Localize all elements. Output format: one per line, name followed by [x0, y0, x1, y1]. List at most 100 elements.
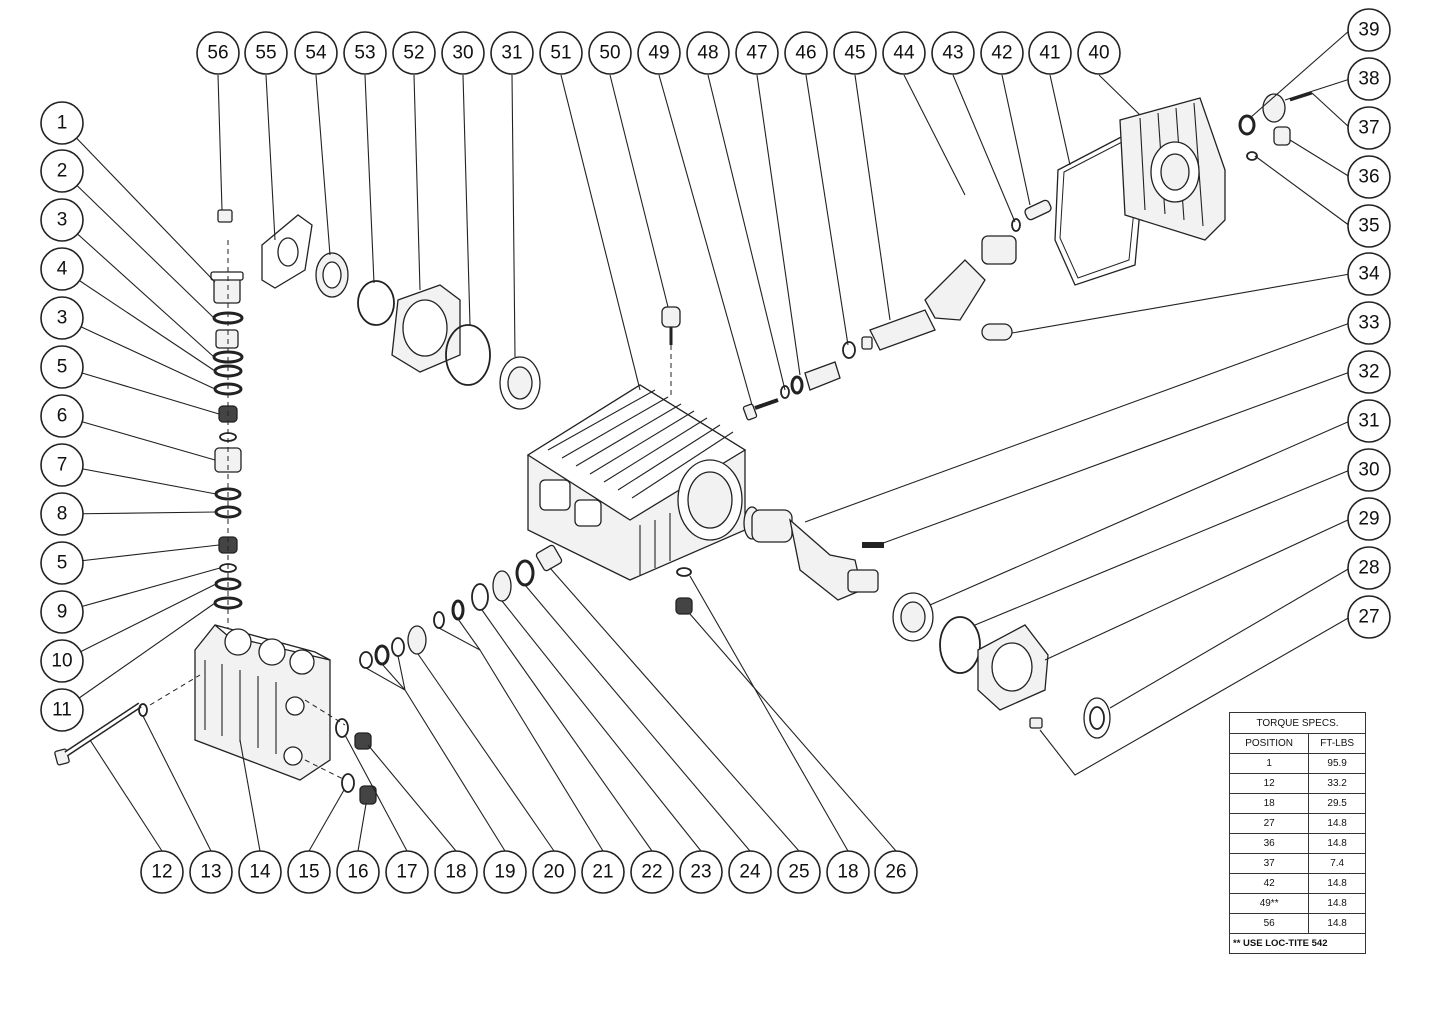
svg-text:43: 43 [942, 43, 963, 64]
svg-text:3: 3 [57, 210, 68, 231]
column-header-position: POSITION [1228, 733, 1310, 754]
svg-text:30: 30 [1358, 460, 1379, 481]
svg-text:3: 3 [57, 308, 68, 329]
ftlbs-cell: 33.2 [1308, 773, 1366, 794]
svg-text:27: 27 [1358, 607, 1379, 628]
svg-text:33: 33 [1358, 313, 1379, 334]
svg-text:13: 13 [200, 862, 221, 883]
svg-text:28: 28 [1358, 558, 1379, 579]
callout-47: 47 [735, 31, 779, 75]
ftlbs-cell: 14.8 [1308, 813, 1366, 834]
callout-45: 45 [833, 31, 877, 75]
valve-stack [210, 240, 244, 628]
table-title: TORQUE SPECS. [1229, 712, 1366, 734]
position-cell: 37 [1228, 853, 1310, 874]
svg-text:10: 10 [51, 651, 72, 672]
ftlbs-cell: 14.8 [1308, 873, 1366, 894]
callout-25: 25 [777, 850, 821, 894]
callout-31-right: 31 [1347, 399, 1391, 443]
table-header-row: POSITION FT-LBS [1228, 733, 1366, 754]
svg-text:31: 31 [1358, 411, 1379, 432]
crankshaft [743, 506, 884, 601]
callout-7: 7 [40, 443, 84, 487]
svg-text:24: 24 [739, 862, 761, 883]
callout-52: 52 [392, 31, 436, 75]
ftlbs-cell: 14.8 [1308, 893, 1366, 914]
callout-43: 43 [931, 31, 975, 75]
svg-text:25: 25 [788, 862, 809, 883]
callout-14: 14 [238, 850, 282, 894]
leader-lines [61, 29, 1351, 852]
svg-text:42: 42 [991, 43, 1012, 64]
callout-30-top: 30 [441, 31, 485, 75]
callout-49: 49 [637, 31, 681, 75]
callout-28: 28 [1347, 546, 1391, 590]
svg-text:47: 47 [746, 43, 767, 64]
svg-text:4: 4 [57, 259, 68, 280]
svg-text:14: 14 [249, 862, 271, 883]
svg-text:45: 45 [844, 43, 865, 64]
svg-text:52: 52 [403, 43, 424, 64]
column-header-ftlbs: FT-LBS [1308, 733, 1366, 754]
callout-3-a: 3 [40, 198, 84, 242]
callout-5-b: 5 [40, 541, 84, 585]
callout-10: 10 [40, 639, 84, 683]
ftlbs-cell: 14.8 [1308, 833, 1366, 854]
svg-text:5: 5 [57, 357, 68, 378]
callout-18-a: 18 [434, 850, 478, 894]
position-cell: 18 [1228, 793, 1310, 814]
callout-34: 34 [1347, 252, 1391, 296]
svg-text:9: 9 [57, 602, 68, 623]
callout-31-top: 31 [490, 31, 534, 75]
position-cell: 49** [1228, 893, 1310, 914]
table-note-row: ** USE LOC-TITE 542 [1229, 933, 1366, 954]
callout-12: 12 [140, 850, 184, 894]
callout-56: 56 [196, 31, 240, 75]
callout-40: 40 [1077, 31, 1121, 75]
svg-text:46: 46 [795, 43, 816, 64]
callout-48: 48 [686, 31, 730, 75]
svg-text:35: 35 [1358, 216, 1379, 237]
svg-text:50: 50 [599, 43, 620, 64]
svg-text:53: 53 [354, 43, 375, 64]
callout-35: 35 [1347, 204, 1391, 248]
position-cell: 56 [1228, 913, 1310, 934]
svg-text:44: 44 [893, 43, 915, 64]
callout-39: 39 [1347, 8, 1391, 52]
callout-38: 38 [1347, 57, 1391, 101]
svg-text:11: 11 [52, 700, 72, 721]
side-bearing-flange [217, 209, 541, 410]
parts-drawing [54, 91, 1313, 805]
callout-24: 24 [728, 850, 772, 894]
callout-20: 20 [532, 850, 576, 894]
manifold-block [194, 624, 331, 781]
svg-text:19: 19 [494, 862, 515, 883]
svg-text:8: 8 [57, 504, 68, 525]
svg-text:20: 20 [543, 862, 564, 883]
callout-41: 41 [1028, 31, 1072, 75]
callout-53: 53 [343, 31, 387, 75]
callout-6: 6 [40, 394, 84, 438]
crankcase [526, 384, 747, 581]
table-title-row: TORQUE SPECS. [1229, 712, 1366, 734]
callout-9: 9 [40, 590, 84, 634]
callout-15: 15 [287, 850, 331, 894]
svg-text:7: 7 [57, 455, 68, 476]
svg-text:56: 56 [207, 43, 228, 64]
callout-26: 26 [874, 850, 918, 894]
callout-42: 42 [980, 31, 1024, 75]
svg-text:30: 30 [452, 43, 473, 64]
oil-fill-cap [661, 306, 693, 615]
callout-11: 11 [40, 688, 84, 732]
callout-5-a: 5 [40, 345, 84, 389]
svg-text:55: 55 [255, 43, 276, 64]
callout-37: 37 [1347, 106, 1391, 150]
callout-50: 50 [588, 31, 632, 75]
